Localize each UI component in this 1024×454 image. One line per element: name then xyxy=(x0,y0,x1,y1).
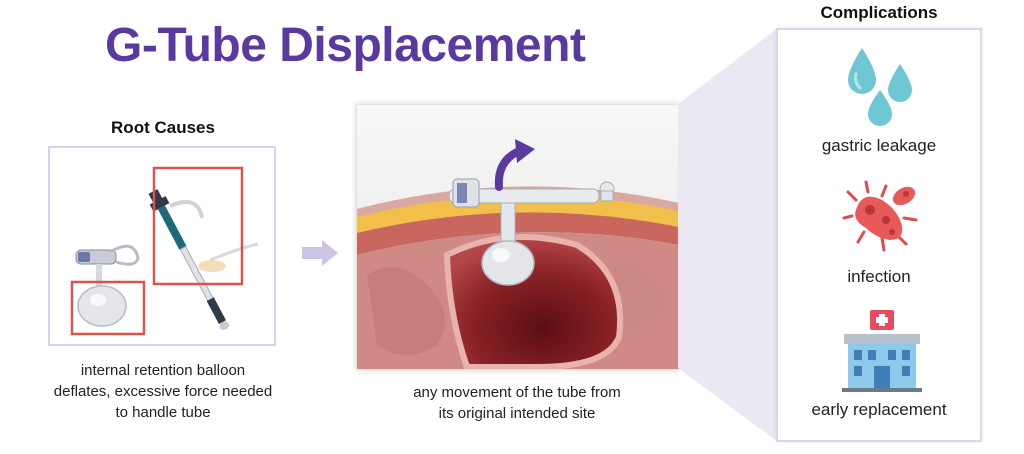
complication-label-gastric-leakage: gastric leakage xyxy=(821,136,937,155)
droplets-icon xyxy=(848,48,912,126)
page-title: G-Tube Displacement xyxy=(105,19,586,72)
right-arrow-icon xyxy=(302,240,338,266)
bacteria-icon xyxy=(842,180,918,252)
complication-label-infection: infection xyxy=(847,267,911,286)
displacement-caption-line: any movement of the tube from xyxy=(413,384,621,401)
root-causes-caption-line: to handle tube xyxy=(115,404,211,421)
zoom-connector-shape xyxy=(678,28,778,442)
stomach-cross-section-illustration xyxy=(357,105,679,369)
hospital-icon xyxy=(842,310,922,392)
complications-heading: Complications xyxy=(820,3,938,22)
g-tube-devices-illustration xyxy=(70,166,259,336)
displacement-caption-line: its original intended site xyxy=(438,405,596,422)
complication-label-early-replacement: early replacement xyxy=(811,400,947,419)
root-causes-caption-line: internal retention balloon xyxy=(80,362,246,379)
displacement-illustration-panel xyxy=(356,104,680,370)
root-causes-image-panel xyxy=(48,146,276,346)
root-causes-heading: Root Causes xyxy=(111,118,215,137)
root-causes-caption-line: deflates, excessive force needed xyxy=(53,383,273,400)
root-causes-caption: internal retention balloon deflates, exc… xyxy=(40,360,286,423)
displacement-caption: any movement of the tube from its origin… xyxy=(356,382,678,424)
